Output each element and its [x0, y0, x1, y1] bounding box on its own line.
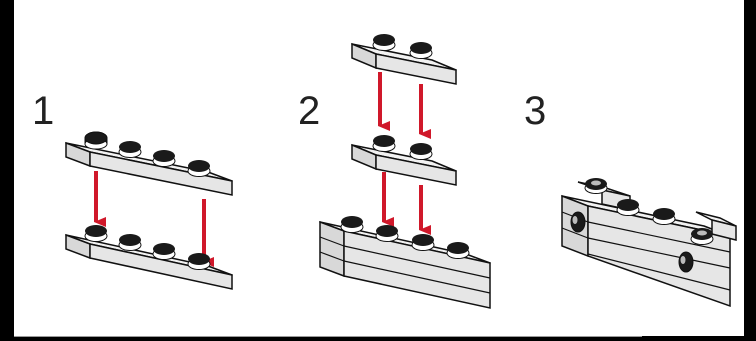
step-number-2: 2: [298, 89, 321, 133]
step-1-diagram: [65, 131, 233, 290]
step-3-diagram: [561, 178, 737, 308]
step1-top-plate: [65, 131, 233, 196]
step1-bottom-plate: [65, 225, 233, 290]
step2-middle-plate: [351, 135, 457, 186]
step2-top-plate: [351, 34, 457, 85]
step2-bottom-brick: [319, 216, 491, 309]
step-2-diagram: [319, 34, 491, 309]
step-number-3: 3: [524, 89, 547, 133]
step-number-1: 1: [32, 89, 55, 133]
divider-line: [14, 336, 642, 337]
